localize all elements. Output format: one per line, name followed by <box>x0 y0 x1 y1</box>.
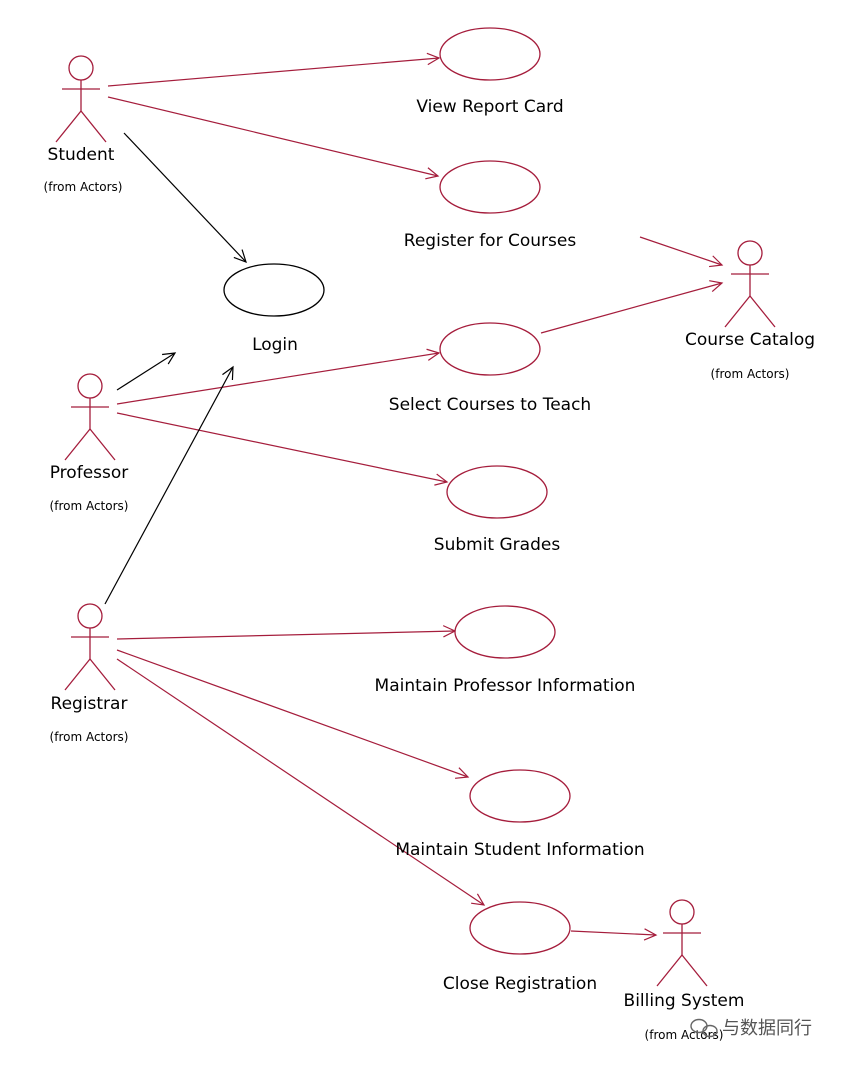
use-case-ellipse[interactable] <box>439 322 541 376</box>
arrowhead <box>426 348 441 361</box>
use-case-ellipse[interactable] <box>469 901 571 955</box>
arrowhead <box>162 352 177 365</box>
association-line <box>107 96 439 177</box>
actor-package-note: (from Actors) <box>44 180 123 194</box>
actor-package-note: (from Actors) <box>711 367 790 381</box>
arrowhead <box>455 767 470 779</box>
actor-package-note: (from Actors) <box>50 730 129 744</box>
use-case-select-teach[interactable]: Select Courses to Teach <box>389 322 591 415</box>
arrowhead <box>709 255 724 268</box>
use-case-label: Submit Grades <box>434 535 561 555</box>
actor-package-note: (from Actors) <box>645 1028 724 1042</box>
use-case-label: Register for Courses <box>404 231 577 251</box>
actors: Student (from Actors) Professor (from Actor… <box>44 55 815 1042</box>
use-case-maint-student[interactable]: Maintain Student Information <box>395 769 645 860</box>
use-case-login[interactable]: Login <box>223 263 325 355</box>
use-case-submit-grades[interactable]: Submit Grades <box>434 465 561 555</box>
arrowhead <box>709 280 724 293</box>
association-line <box>116 412 448 483</box>
use-case-label: Close Registration <box>443 974 597 994</box>
association-line <box>116 630 456 640</box>
association-close_reg-to-billing <box>570 928 658 941</box>
association-student-to-register <box>107 96 440 180</box>
watermark: 与数据同行 <box>690 1018 812 1039</box>
association-select_teach-to-catalog <box>540 280 724 334</box>
use-case-close-reg[interactable]: Close Registration <box>443 901 597 994</box>
association-registrar-to-login <box>104 365 234 605</box>
use-case-ellipse[interactable] <box>439 27 541 81</box>
stick-figure-icon[interactable] <box>55 55 107 143</box>
use-case-ellipse[interactable] <box>223 263 325 317</box>
arrowhead <box>233 249 247 264</box>
actor-registrar[interactable]: Registrar (from Actors) <box>50 603 129 744</box>
stick-figure-icon[interactable] <box>64 373 116 461</box>
use-case-label: Maintain Student Information <box>395 840 644 860</box>
use-case-label: Select Courses to Teach <box>389 395 591 415</box>
association-registrar-to-maint_prof <box>116 625 457 640</box>
association-line <box>116 352 440 405</box>
arrowhead <box>643 928 658 941</box>
actor-name: Professor <box>50 463 129 483</box>
use-case-view-report[interactable]: View Report Card <box>416 27 564 117</box>
association-student-to-view_report <box>107 52 441 87</box>
association-student-to-login <box>123 132 247 264</box>
stick-figure-icon[interactable] <box>656 899 708 987</box>
actor-student[interactable]: Student (from Actors) <box>44 55 123 194</box>
association-line <box>123 132 247 263</box>
association-professor-to-submit_grades <box>116 412 449 486</box>
actor-billing[interactable]: Billing System (from Actors) <box>624 899 745 1042</box>
use-case-label: View Report Card <box>416 97 563 117</box>
actor-name: Registrar <box>51 694 128 714</box>
wechat-icon <box>690 1018 718 1038</box>
use-case-label: Maintain Professor Information <box>375 676 636 696</box>
arrowhead <box>471 893 486 906</box>
actor-catalog[interactable]: Course Catalog (from Actors) <box>685 240 815 381</box>
arrowhead <box>426 52 441 66</box>
association-registrar-to-maint_student <box>116 649 470 779</box>
association-line <box>104 366 234 605</box>
association-professor-to-select_teach <box>116 348 441 405</box>
association-line <box>116 649 469 778</box>
use-case-label: Login <box>252 335 298 355</box>
association-professor-to-login <box>116 352 177 391</box>
association-line <box>540 282 723 334</box>
actor-name: Billing System <box>624 991 745 1011</box>
association-line <box>570 930 657 936</box>
use-case-ellipse[interactable] <box>439 160 541 214</box>
arrowhead <box>434 473 449 486</box>
watermark-text: 与数据同行 <box>722 1018 812 1039</box>
actor-name: Student <box>48 145 115 165</box>
actor-name: Course Catalog <box>685 330 815 350</box>
arrowhead <box>222 365 234 381</box>
association-line <box>107 57 440 87</box>
association-register-to-catalog <box>639 236 724 268</box>
use-case-maint-prof[interactable]: Maintain Professor Information <box>375 605 636 696</box>
actor-professor[interactable]: Professor (from Actors) <box>50 373 129 513</box>
association-registrar-to-close_reg <box>116 658 486 906</box>
association-line <box>116 658 485 906</box>
actor-package-note: (from Actors) <box>50 499 129 513</box>
association-line <box>639 236 723 266</box>
association-line <box>116 352 176 391</box>
use-case-ellipse[interactable] <box>446 465 548 519</box>
use-case-ellipse[interactable] <box>454 605 556 659</box>
arrowhead <box>425 167 440 180</box>
stick-figure-icon[interactable] <box>64 603 116 691</box>
stick-figure-icon[interactable] <box>724 240 776 328</box>
use-case-register[interactable]: Register for Courses <box>404 160 577 251</box>
associations <box>104 52 724 941</box>
use-case-ellipse[interactable] <box>469 769 571 823</box>
